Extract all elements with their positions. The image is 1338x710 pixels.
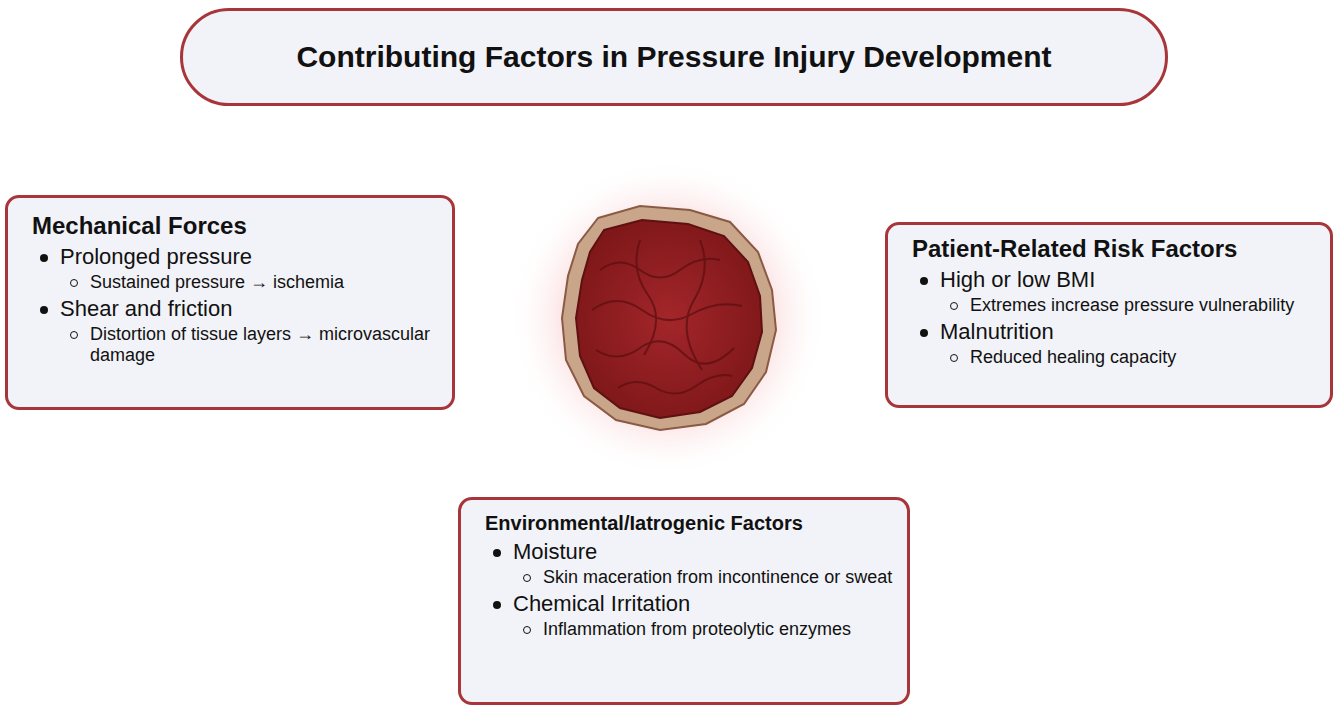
bullet-item: Shear and friction — [32, 296, 438, 322]
bullet-dot — [920, 277, 928, 285]
bullet-item: High or low BMI — [912, 267, 1316, 293]
bullet-item: Chemical Irritation — [485, 591, 893, 617]
bullet-item: Prolonged pressure — [32, 244, 438, 270]
title-pill: Contributing Factors in Pressure Injury … — [180, 8, 1168, 106]
bullet-dot — [40, 254, 48, 262]
sub-bullet-circle — [950, 302, 958, 310]
bullet-item: Malnutrition — [912, 319, 1316, 345]
factor-box: Patient-Related Risk FactorsHigh or low … — [885, 222, 1333, 408]
sub-bullet-item: Extremes increase pressure vulnerability — [912, 295, 1316, 317]
sub-bullet-item: Distortion of tissue layers → microvascu… — [32, 324, 438, 367]
box-heading: Mechanical Forces — [32, 212, 438, 240]
bullet-dot — [920, 329, 928, 337]
wound-bed — [576, 220, 762, 418]
box-heading: Environmental/Iatrogenic Factors — [485, 512, 893, 535]
wound-rim — [562, 206, 776, 430]
sub-bullet-item: Reduced healing capacity — [912, 347, 1316, 369]
sub-bullet-circle — [70, 279, 78, 287]
sub-bullet-circle — [523, 574, 531, 582]
bullet-dot — [493, 549, 501, 557]
box-heading: Patient-Related Risk Factors — [912, 235, 1316, 263]
red-glow — [508, 158, 828, 478]
sub-bullet-item: Sustained pressure → ischemia — [32, 272, 438, 294]
factor-box: Environmental/Iatrogenic FactorsMoisture… — [458, 497, 910, 705]
factor-box: Mechanical ForcesProlonged pressureSusta… — [5, 195, 455, 410]
sub-bullet-circle — [950, 354, 958, 362]
sub-bullet-circle — [70, 331, 78, 339]
wound-texture — [592, 240, 742, 394]
diagram-title: Contributing Factors in Pressure Injury … — [296, 40, 1051, 74]
sub-bullet-item: Skin maceration from incontinence or swe… — [485, 567, 893, 589]
bullet-dot — [493, 601, 501, 609]
sub-bullet-circle — [523, 626, 531, 634]
sub-bullet-item: Inflammation from proteolytic enzymes — [485, 619, 893, 641]
bullet-item: Moisture — [485, 539, 893, 565]
bullet-dot — [40, 306, 48, 314]
